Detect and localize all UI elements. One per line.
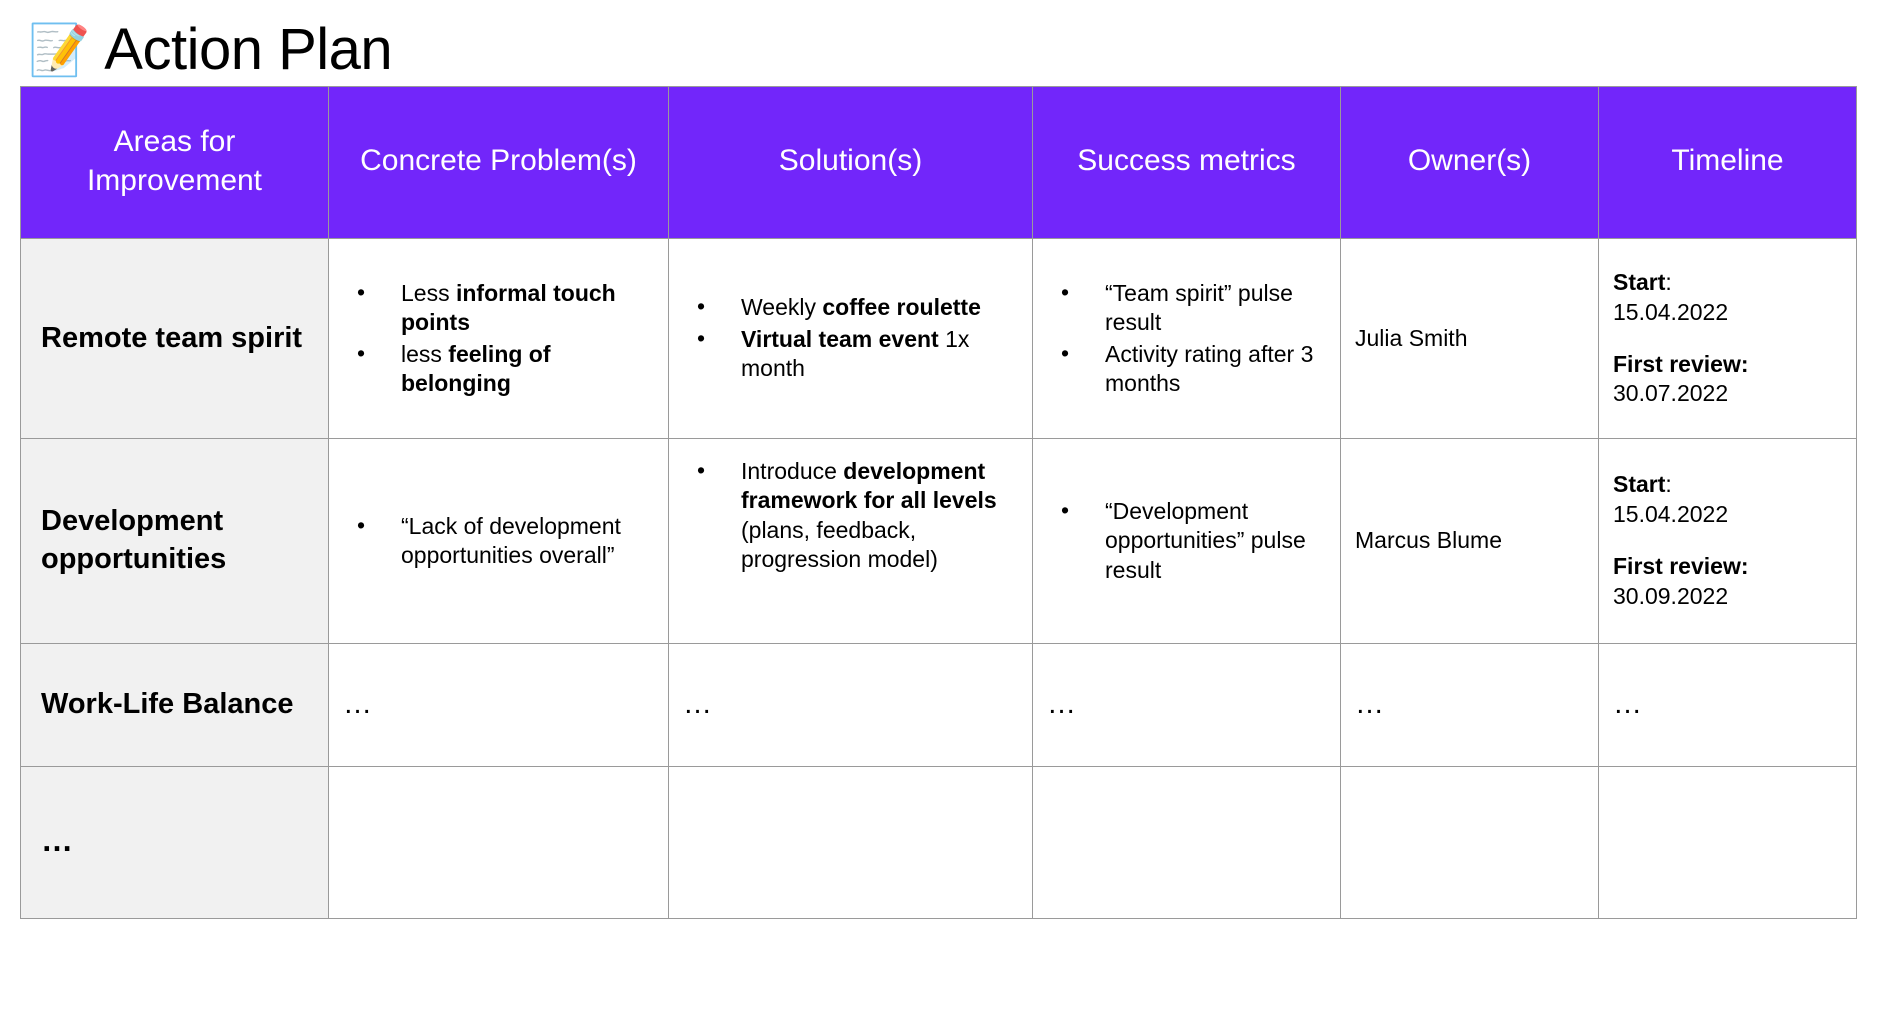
spacer: [1613, 530, 1842, 552]
list-item: Activity rating after 3 months: [1047, 339, 1326, 399]
row-owner-cell: Julia Smith: [1340, 238, 1599, 439]
timeline-start-date: 15.04.2022: [1613, 501, 1729, 528]
column-header-timeline: Timeline: [1598, 86, 1857, 239]
text-plain: Less: [401, 279, 456, 306]
text-plain: 1x month: [741, 325, 970, 382]
text-bold: informal touch points: [401, 279, 616, 336]
text-plain-2: (plans, feedback, progression model): [741, 516, 938, 573]
timeline-review-date: 30.09.2022: [1613, 582, 1729, 609]
list-item: “Lack of development opportunities overa…: [343, 511, 654, 571]
row-solutions-cell: Weekly coffee roulette Virtual team even…: [668, 238, 1033, 439]
page-title-text: Action Plan: [104, 16, 393, 82]
table-header: Areas for Improvement Concrete Problem(s…: [20, 86, 1857, 239]
table-row: Work-Life Balance … … … … …: [20, 643, 1857, 767]
metrics-list: “Team spirit” pulse result Activity rati…: [1047, 278, 1326, 399]
placeholder-ellipsis: …: [1355, 687, 1387, 720]
solutions-list: Introduce development framework for all …: [683, 456, 1018, 575]
row-solutions-cell: …: [668, 643, 1033, 767]
timeline-review-date: 30.07.2022: [1613, 380, 1729, 407]
table-row: Development opportunities “Lack of devel…: [20, 438, 1857, 644]
row-owner-cell: [1340, 766, 1599, 919]
text-bold: coffee roulette: [822, 294, 981, 321]
solutions-list: Weekly coffee roulette Virtual team even…: [683, 292, 1018, 384]
row-solutions-cell: Introduce development framework for all …: [668, 438, 1033, 644]
row-area-label: Development opportunities: [20, 438, 329, 644]
timeline-start-line: Start:: [1613, 268, 1842, 298]
timeline-review-label: First review:: [1613, 350, 1749, 377]
placeholder-ellipsis: …: [1047, 687, 1079, 720]
table-row: Remote team spirit Less informal touch p…: [20, 238, 1857, 439]
placeholder-ellipsis: …: [683, 687, 715, 720]
timeline-start-label: Start: [1613, 471, 1666, 498]
column-header-areas-for-improvement: Areas for Improvement: [20, 86, 329, 239]
row-timeline-cell: Start: 15.04.2022 First review: 30.07.20…: [1598, 238, 1857, 439]
column-header-solutions: Solution(s): [668, 86, 1033, 239]
text-bold: feeling of belonging: [401, 340, 551, 396]
placeholder-ellipsis: …: [41, 821, 76, 858]
list-item: Weekly coffee roulette: [683, 292, 1018, 322]
row-problems-cell: Less informal touch points less feeling …: [328, 238, 669, 439]
row-owner-cell: …: [1340, 643, 1599, 767]
problems-list: “Lack of development opportunities overa…: [343, 511, 654, 571]
spacer: [1613, 328, 1842, 350]
row-metrics-cell: …: [1032, 643, 1341, 767]
placeholder-ellipsis: …: [1613, 687, 1645, 720]
timeline-start-line: Start:: [1613, 470, 1842, 500]
text-bold: development framework for all levels: [741, 458, 997, 514]
row-area-label: …: [20, 766, 329, 919]
row-metrics-cell: [1032, 766, 1341, 919]
text-plain: less: [401, 340, 449, 367]
metrics-list: “Development opportunities” pulse result: [1047, 496, 1326, 585]
row-area-label: Work-Life Balance: [20, 643, 329, 767]
timeline-start-label: Start: [1613, 268, 1666, 295]
column-header-success-metrics: Success metrics: [1032, 86, 1341, 239]
timeline-start-colon: :: [1665, 471, 1672, 498]
text-bold: Virtual team event: [741, 325, 939, 352]
column-header-concrete-problems: Concrete Problem(s): [328, 86, 669, 239]
list-item: less feeling of belonging: [343, 339, 654, 399]
list-item: Less informal touch points: [343, 278, 654, 338]
column-header-owners: Owner(s): [1340, 86, 1599, 239]
action-plan-table: Areas for Improvement Concrete Problem(s…: [20, 86, 1857, 919]
placeholder-ellipsis: …: [343, 687, 375, 720]
text-plain: Weekly: [741, 294, 823, 321]
row-metrics-cell: “Development opportunities” pulse result: [1032, 438, 1341, 644]
table-header-row: Areas for Improvement Concrete Problem(s…: [20, 86, 1857, 239]
row-solutions-cell: [668, 766, 1033, 919]
row-problems-cell: “Lack of development opportunities overa…: [328, 438, 669, 644]
list-item: “Development opportunities” pulse result: [1047, 496, 1326, 585]
timeline-start-colon: :: [1665, 268, 1672, 295]
row-owner-cell: Marcus Blume: [1340, 438, 1599, 644]
row-metrics-cell: “Team spirit” pulse result Activity rati…: [1032, 238, 1341, 439]
action-plan-table-wrapper: Areas for Improvement Concrete Problem(s…: [0, 86, 1880, 919]
list-item: Introduce development framework for all …: [683, 456, 1018, 575]
text-plain: Introduce: [741, 458, 844, 484]
timeline-review-label: First review:: [1613, 553, 1749, 579]
list-item: “Team spirit” pulse result: [1047, 278, 1326, 338]
page-title: 📝 Action Plan: [0, 0, 1880, 86]
problems-list: Less informal touch points less feeling …: [343, 278, 654, 399]
table-row: …: [20, 766, 1857, 919]
list-item: Virtual team event 1x month: [683, 324, 1018, 384]
row-timeline-cell: Start: 15.04.2022 First review: 30.09.20…: [1598, 438, 1857, 644]
memo-icon: 📝: [28, 22, 91, 78]
row-problems-cell: …: [328, 643, 669, 767]
row-timeline-cell: …: [1598, 643, 1857, 767]
table-body: Remote team spirit Less informal touch p…: [20, 238, 1857, 919]
row-timeline-cell: [1598, 766, 1857, 919]
row-area-label: Remote team spirit: [20, 238, 329, 439]
row-problems-cell: [328, 766, 669, 919]
timeline-start-date: 15.04.2022: [1613, 298, 1729, 325]
